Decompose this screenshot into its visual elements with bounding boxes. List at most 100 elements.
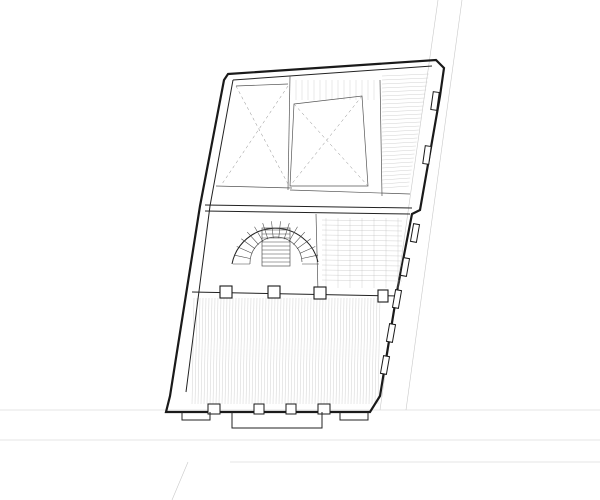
partition-stage-edge xyxy=(379,79,383,197)
hall-hatch-line xyxy=(260,297,264,405)
hall-hatch-line xyxy=(254,297,258,405)
spiral-tread xyxy=(241,238,256,249)
stage-platform xyxy=(289,95,369,187)
spiral-tread xyxy=(296,238,311,249)
entrance-steps-right xyxy=(339,412,369,421)
stage-hatch-line xyxy=(381,157,414,161)
hall-hatch-line xyxy=(377,297,381,405)
spiral-tread xyxy=(278,221,281,239)
hall-hatch-line xyxy=(293,297,297,405)
hall-hatch-line xyxy=(269,297,273,405)
hall-hatch-line xyxy=(263,297,267,405)
window-2 xyxy=(422,145,432,165)
stage-hatch-line xyxy=(381,109,423,113)
hall-hatch-line xyxy=(278,297,282,405)
stage-diagonal-1 xyxy=(293,103,369,187)
hall-hatch-line xyxy=(287,297,291,405)
upper-left-room xyxy=(221,83,289,185)
stage-hatch-line xyxy=(381,177,411,181)
hall-hatch-line xyxy=(305,297,309,405)
hall-hatch-line xyxy=(353,297,357,405)
window-7 xyxy=(379,355,391,375)
hall-hatch-line xyxy=(239,297,243,405)
pillar-far-right xyxy=(377,289,389,303)
partition-fly-right xyxy=(287,75,291,191)
room-diagonal-2 xyxy=(221,85,289,185)
hall-hatch-line xyxy=(296,297,300,405)
hall-hatch-line xyxy=(236,297,240,405)
entrance-steps xyxy=(181,412,211,421)
stage-hatch-line xyxy=(381,173,411,177)
room-inner-edge xyxy=(235,83,289,87)
stage-hatch-line xyxy=(381,89,427,93)
stage-hatch-line xyxy=(381,125,420,129)
hall-hatch-line xyxy=(308,297,312,405)
hall-hatch-line xyxy=(371,297,375,405)
stage-hatch-line xyxy=(381,97,425,101)
entrance-steps-center xyxy=(231,412,323,429)
stage-hatch-line xyxy=(381,181,410,185)
partition-upper-2 xyxy=(204,210,411,215)
stage-hatch-line xyxy=(381,185,409,189)
stage-hatch-line xyxy=(381,105,424,109)
hall-hatch-line xyxy=(329,297,333,405)
spiral-tread xyxy=(288,226,298,242)
stage-hatch-line xyxy=(381,93,426,97)
hall-hatch-line xyxy=(257,297,261,405)
spiral-tread xyxy=(299,246,316,254)
site-line-neighbor-right xyxy=(405,0,463,411)
stair-inner-arc xyxy=(249,236,303,265)
hall-hatch-line xyxy=(251,297,255,405)
spiral-tread xyxy=(283,223,290,240)
hall-hatch-line xyxy=(245,297,249,405)
stage-hatch-line xyxy=(381,149,416,153)
stage-platform-icon xyxy=(289,95,369,187)
hall-hatch-line xyxy=(281,297,285,405)
stage-hatch-line xyxy=(381,161,414,165)
window-5 xyxy=(391,289,403,309)
hall-hatch-line xyxy=(374,297,378,405)
bottom-facade xyxy=(181,403,369,429)
spiral-tread xyxy=(293,231,305,245)
outer-wall-outline xyxy=(164,58,446,414)
side-stair-block xyxy=(321,218,403,288)
stage-hatch-line xyxy=(381,117,422,121)
pillar-center xyxy=(267,285,281,299)
hall-hatch-line xyxy=(299,297,303,405)
spiral-tread xyxy=(247,231,259,245)
hall-hatch-line xyxy=(221,297,225,405)
hall-hatch-line xyxy=(233,297,237,405)
hall-hatch-line xyxy=(224,297,228,405)
stage-hatch-line xyxy=(381,77,429,81)
hall-hatch-line xyxy=(218,297,222,405)
stage-diagonal-2 xyxy=(289,95,363,187)
stage-hatch-line xyxy=(381,141,417,145)
hall-hatch-line xyxy=(266,297,270,405)
hall-hatch-line xyxy=(344,297,348,405)
spiral-tread xyxy=(271,221,274,239)
hall-hatch-line xyxy=(332,297,336,405)
facade-pier-1 xyxy=(207,403,221,415)
hall-hatch-line xyxy=(284,297,288,405)
stage-hatch-line xyxy=(381,85,427,89)
hall-hatch-line xyxy=(248,297,252,405)
hall-hatch-line xyxy=(326,297,330,405)
right-facade-windows xyxy=(379,91,440,375)
hall-hatch-line xyxy=(275,297,279,405)
stage-hatch xyxy=(295,73,429,189)
hall-hatch-line xyxy=(203,297,207,405)
spiral-tread xyxy=(236,246,253,254)
hall-hatch-line xyxy=(359,297,363,405)
room-diagonal-1 xyxy=(235,85,289,185)
hall-hatch-line xyxy=(227,297,231,405)
hall-hatch-line xyxy=(197,297,201,405)
stair-center-flight xyxy=(261,227,291,267)
hall-hatch-line xyxy=(317,297,321,405)
hall-hatch-line xyxy=(320,297,324,405)
facade-pier-2 xyxy=(253,403,265,415)
hall-hatch-line xyxy=(194,297,198,405)
stage-hatch-line xyxy=(381,113,422,117)
hall-hatch-line xyxy=(335,297,339,405)
hall-hatch-line xyxy=(200,297,204,405)
